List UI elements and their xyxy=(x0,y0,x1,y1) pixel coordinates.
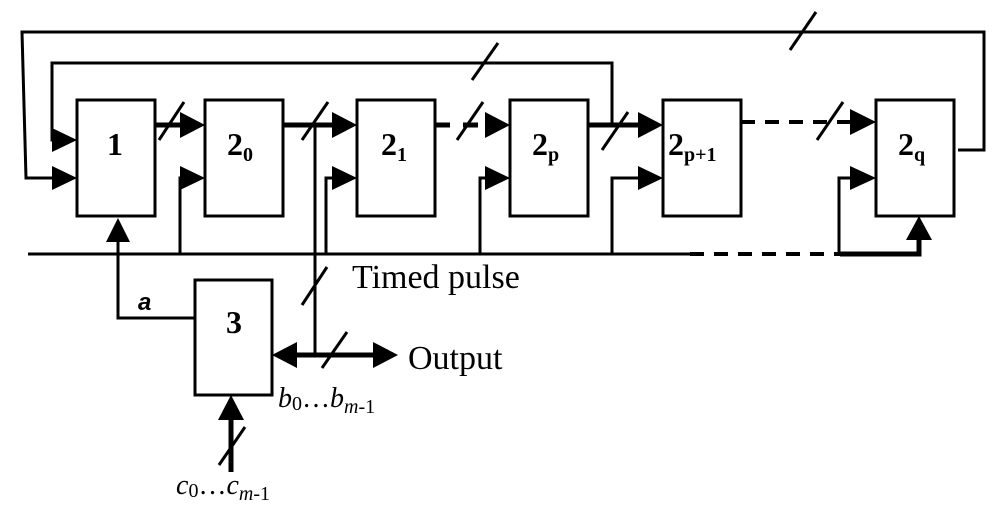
arrow-head xyxy=(272,342,297,368)
bus-slash xyxy=(470,42,500,81)
block-2-0 xyxy=(203,98,285,218)
block-2-1 xyxy=(355,98,437,218)
block-1-label: 1 xyxy=(107,126,123,162)
arrow-head xyxy=(850,109,876,135)
arrow-head xyxy=(218,395,244,420)
bus-slash xyxy=(788,11,818,51)
clock-line xyxy=(478,176,487,254)
b-range-label: b0…bm-1 xyxy=(278,383,375,418)
timed-pulse-to-2q xyxy=(840,238,922,257)
clock-line xyxy=(610,176,640,254)
arrow-head xyxy=(52,128,77,152)
block-2-p-label: 2p xyxy=(532,126,559,166)
arrow-head xyxy=(850,166,876,190)
arrow-head xyxy=(52,166,77,190)
block-2-p-plus-1-label: 2p+1 xyxy=(668,126,717,166)
arrow-head xyxy=(638,166,663,190)
arrow-head xyxy=(106,218,130,242)
arrow-head xyxy=(180,166,205,190)
arrow-head xyxy=(485,112,510,138)
bus-slash xyxy=(600,111,630,151)
arrow-head xyxy=(906,216,932,240)
arrow-head xyxy=(638,112,663,138)
block-2-p-plus-1 xyxy=(661,98,743,218)
arrow-head xyxy=(485,166,510,190)
bus-slash xyxy=(815,101,845,141)
block-2-q-label: 2q xyxy=(898,126,925,166)
signal-a-label: a xyxy=(138,289,151,316)
timed-pulse-label: Timed pulse xyxy=(352,259,520,296)
c-range-label: c0…cm-1 xyxy=(176,470,270,505)
block-3-label: 3 xyxy=(226,304,242,340)
bus-slash xyxy=(300,266,329,306)
bus-slash xyxy=(157,101,186,141)
arrow-head xyxy=(332,112,357,138)
block-1 xyxy=(75,98,157,218)
arrow-head xyxy=(180,112,205,138)
clock-line xyxy=(324,176,335,254)
arrow-head xyxy=(332,166,357,190)
bus-slash xyxy=(455,101,485,141)
output-label: Output xyxy=(408,340,503,377)
block-3 xyxy=(193,278,274,397)
signal-a-line xyxy=(116,240,195,320)
block-2-0-label: 20 xyxy=(227,126,253,166)
arrow-head xyxy=(373,342,398,368)
bus-slash xyxy=(320,331,349,369)
bus-slash xyxy=(217,426,247,466)
bus-slash xyxy=(300,101,330,141)
block-2-1-label: 21 xyxy=(381,126,407,166)
block-2-q xyxy=(874,98,956,218)
block-2-p xyxy=(508,98,590,218)
clock-line xyxy=(837,176,850,254)
feedback-line-outer xyxy=(20,30,986,180)
